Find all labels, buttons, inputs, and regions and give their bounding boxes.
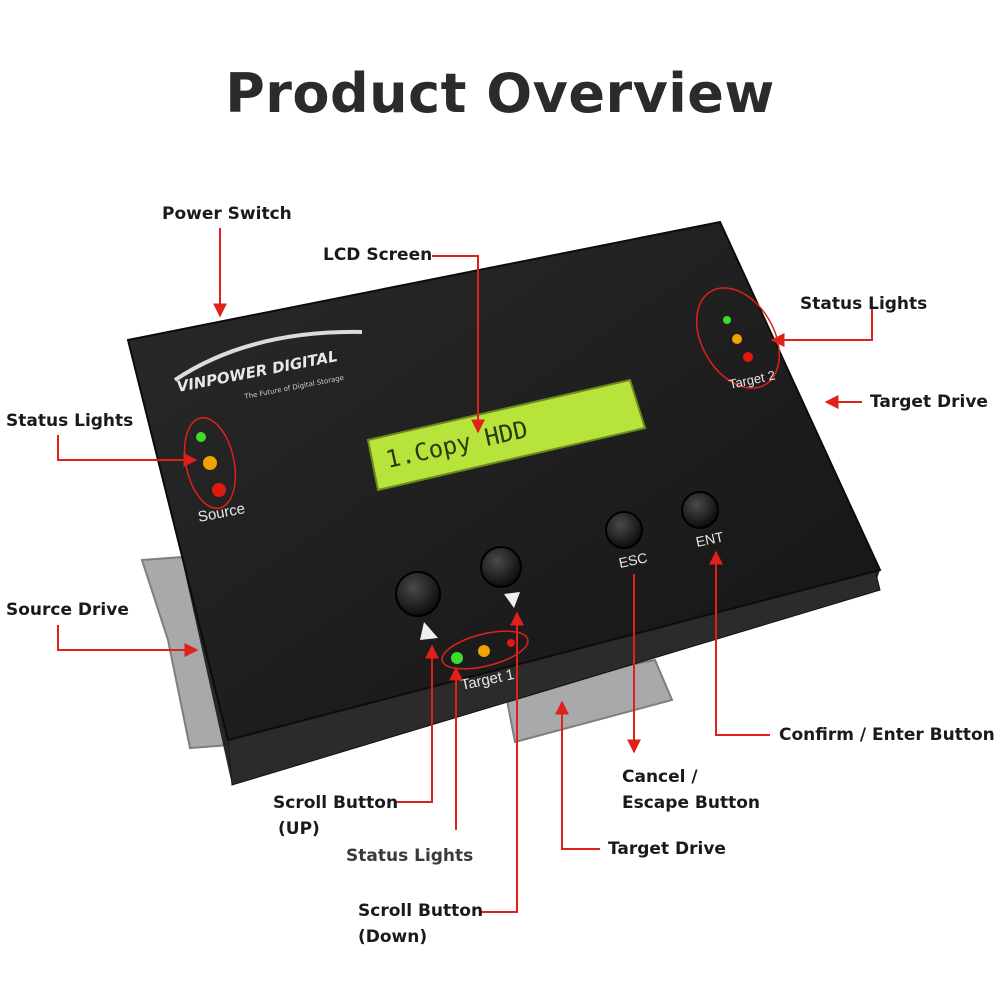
- page-title: Product Overview: [225, 62, 775, 125]
- label-scroll-up-line1: Scroll Button: [273, 793, 399, 813]
- label-status-lights-right: Status Lights: [800, 294, 928, 314]
- target1-led-green: [451, 652, 463, 664]
- scroll-down-button[interactable]: [480, 546, 522, 608]
- target1-led-red: [507, 639, 515, 647]
- label-lcd-screen: LCD Screen: [323, 245, 433, 265]
- source-led-red: [212, 483, 226, 497]
- label-cancel-line1: Cancel /: [622, 767, 698, 787]
- source-led-amber: [203, 456, 217, 470]
- target1-led-amber: [478, 645, 490, 657]
- esc-button[interactable]: ESC: [605, 511, 649, 571]
- scroll-up-button[interactable]: [395, 571, 441, 640]
- label-status-lights-bottom: Status Lights: [346, 846, 474, 866]
- callout-arrows: [57, 228, 873, 913]
- label-target-drive-bottom: Target Drive: [608, 839, 726, 859]
- label-scroll-up-line2: (UP): [278, 819, 320, 839]
- arrow-target-drive-bottom: [555, 700, 600, 850]
- arrow-status-lights-left: [57, 435, 198, 467]
- arrow-source-drive: [57, 625, 199, 657]
- target2-led-red: [743, 352, 753, 362]
- label-status-lights-left: Status Lights: [6, 411, 134, 431]
- down-arrow-icon: [504, 592, 520, 608]
- ent-label: ENT: [694, 528, 725, 550]
- esc-label: ESC: [617, 549, 648, 571]
- arrow-scroll-down: [480, 611, 524, 913]
- label-target-drive-right: Target Drive: [870, 392, 988, 412]
- label-source-drive: Source Drive: [6, 600, 129, 620]
- label-scroll-down-line2: (Down): [358, 927, 428, 947]
- label-scroll-down-line1: Scroll Button: [358, 901, 484, 921]
- target2-led-amber: [732, 334, 742, 344]
- label-confirm-enter: Confirm / Enter Button: [779, 725, 995, 745]
- up-arrow-icon: [420, 622, 438, 640]
- ent-button[interactable]: ENT: [681, 491, 725, 550]
- arrow-scroll-up: [396, 644, 439, 803]
- arrow-status-lights-right: [770, 306, 873, 347]
- target2-led-green: [723, 316, 731, 324]
- label-cancel-line2: Escape Button: [622, 793, 760, 813]
- arrow-lcd-screen: [432, 255, 485, 434]
- arrow-confirm-enter: [709, 550, 770, 736]
- label-power-switch: Power Switch: [162, 204, 292, 224]
- source-led-green: [196, 432, 206, 442]
